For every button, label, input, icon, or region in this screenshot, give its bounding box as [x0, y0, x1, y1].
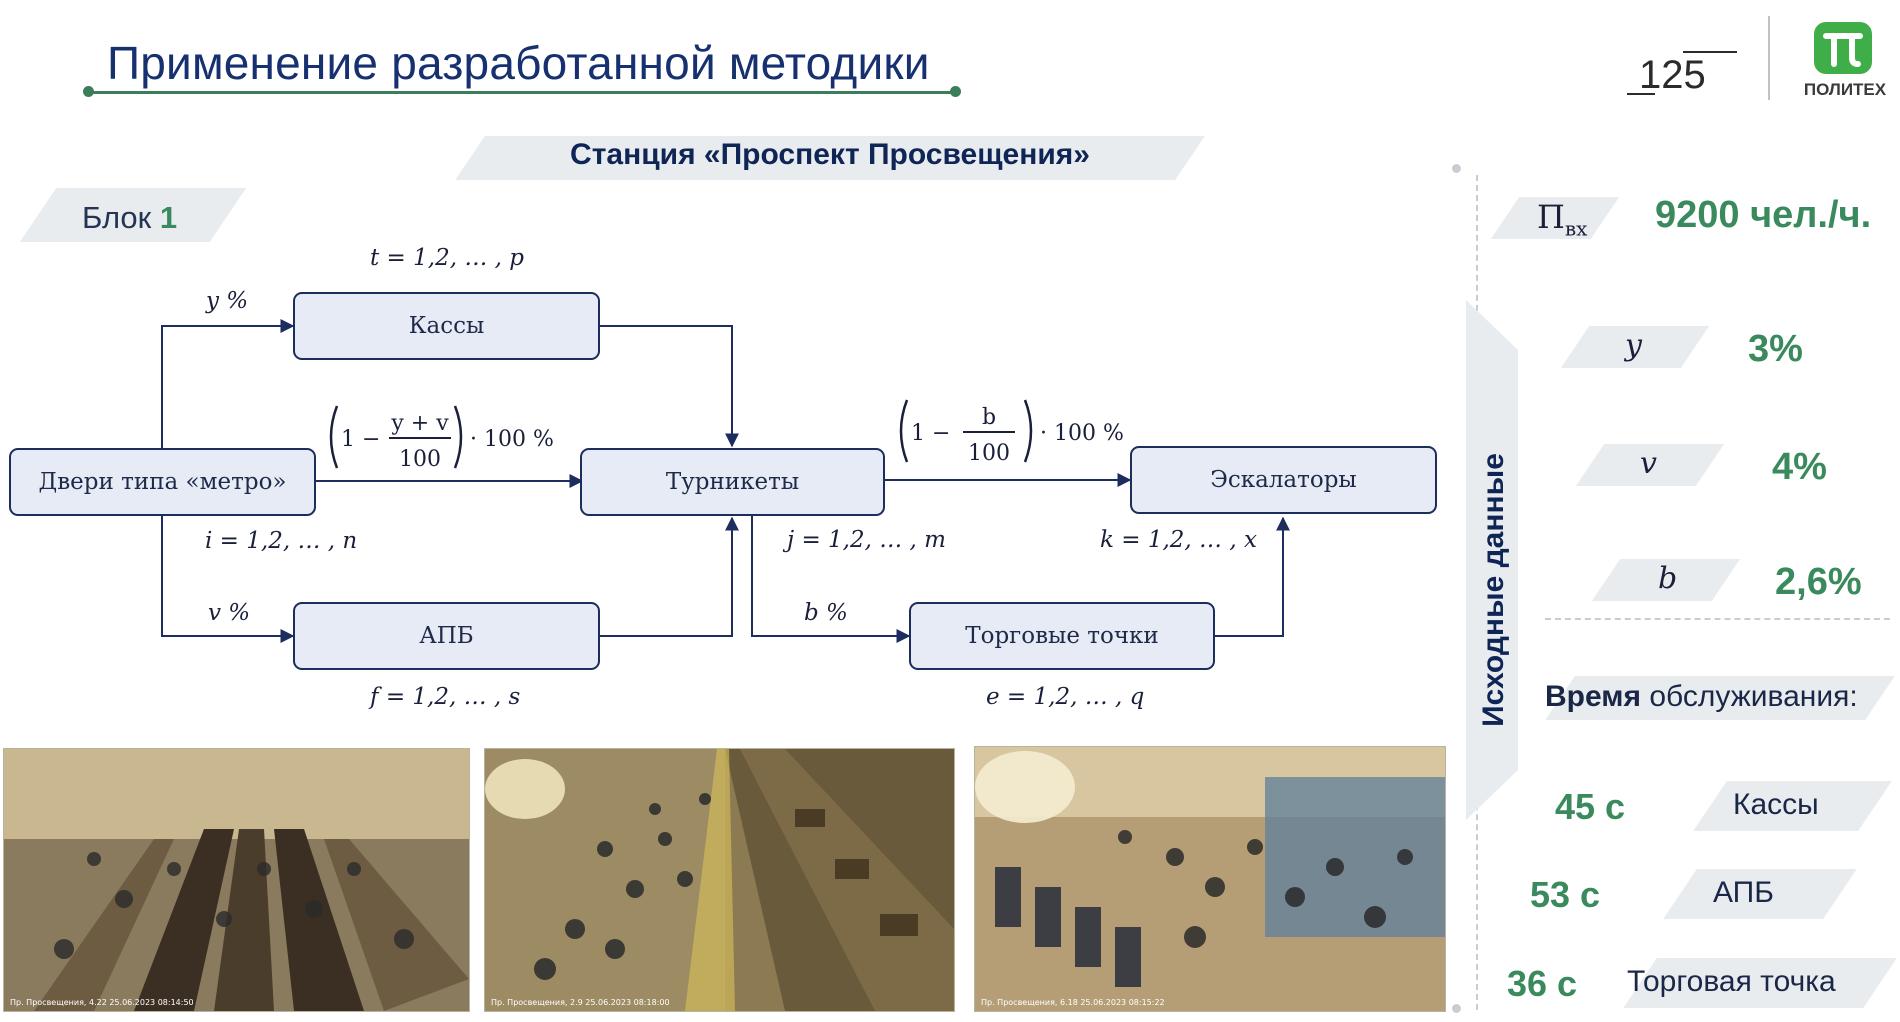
param-b-value: 2,6% — [1775, 561, 1862, 603]
label-b-pct: b % — [804, 600, 848, 626]
service-kassy-label: Кассы — [1733, 788, 1819, 821]
formula-1-one: 1 − — [341, 427, 380, 452]
vertical-title: Исходные данные — [1477, 453, 1510, 727]
block-label-text: Блок — [82, 200, 152, 235]
formula-escalator-flow: 1 − b 100 · 100 % — [895, 394, 1135, 468]
formula-2-paren-right — [1023, 399, 1033, 463]
vertical-title-wrap: Исходные данные — [1468, 440, 1520, 740]
station-title: Станция «Проспект Просвещения» — [570, 138, 1090, 171]
politech-logo-icon — [1812, 20, 1874, 76]
anniversary-logo: 125 — [1625, 16, 1745, 102]
formula-2-numerator: b — [982, 405, 996, 430]
param-v-name: v — [1640, 446, 1657, 481]
vertical-title-bar — [1466, 300, 1518, 820]
formula-2-paren-left — [899, 399, 909, 463]
p-symbol: П — [1537, 198, 1565, 236]
logo-divider — [1768, 16, 1770, 100]
service-shop-label: Торговая точка — [1627, 965, 1836, 998]
photo-turnstiles: Пр. Просвещения, 6.18 25.06.2023 08:15:2… — [974, 746, 1446, 1012]
arrow-turnstiles-shops — [751, 516, 911, 643]
panel-divider-dot-top — [1452, 164, 1461, 173]
title-line-dot-right — [950, 86, 961, 97]
formula-1-svg: 1 − y + v 100 · 100 % — [329, 405, 554, 472]
block-number: 1 — [159, 200, 178, 235]
label-e-range: e = 1,2, … , q — [986, 684, 1145, 710]
service-title-bold: Время — [1545, 680, 1641, 713]
node-shops: Торговые точки — [909, 602, 1215, 670]
arrow-doors-kassy — [161, 319, 295, 448]
service-shop-value: 36 с — [1507, 963, 1578, 1004]
title-line-dot-left — [83, 86, 94, 97]
param-v-value: 4% — [1772, 446, 1827, 488]
node-apb: АПБ — [293, 602, 600, 670]
formula-2-tail: · 100 % — [1040, 421, 1124, 446]
param-y-value: 3% — [1748, 328, 1803, 370]
label-i-range: i = 1,2, … , n — [205, 528, 358, 554]
param-y-name: y — [1625, 328, 1642, 363]
formula-1-tail: · 100 % — [470, 427, 554, 452]
arrow-kassy-turnstiles — [600, 325, 739, 448]
service-apb-label: АПБ — [1713, 876, 1774, 909]
service-kassy-value: 45 с — [1555, 786, 1626, 827]
photo-2-caption: Пр. Просвещения, 2.9 25.06.2023 08:18:00 — [491, 998, 670, 1007]
page-title: Применение разработанной методики — [107, 37, 930, 89]
arrow-shops-escalators — [1215, 516, 1290, 637]
service-title-rest: обслуживания: — [1640, 680, 1858, 713]
vertical-title-shape — [1466, 300, 1518, 820]
formula-2-one: 1 − — [911, 421, 950, 446]
formula-1-paren-left — [329, 405, 339, 469]
label-k-range: k = 1,2, … , x — [1100, 527, 1257, 553]
formula-2-denominator: 100 — [968, 441, 1010, 466]
formula-1-denominator: 100 — [399, 447, 441, 472]
label-y-pct: y % — [206, 288, 249, 314]
service-apb-value: 53 с — [1530, 874, 1601, 915]
formula-1-paren-right — [453, 405, 463, 469]
title-underline — [88, 91, 954, 94]
p-subscript: вх — [1564, 216, 1588, 241]
label-j-range: j = 1,2, … , m — [787, 527, 946, 553]
formula-1-numerator: y + v — [390, 411, 449, 436]
label-t-range: t = 1,2, … , p — [370, 245, 524, 271]
node-turnstiles: Турникеты — [580, 448, 885, 516]
p-label: Пвх — [1537, 198, 1587, 240]
photo-1-caption: Пр. Просвещения, 4.22 25.06.2023 08:14:5… — [10, 998, 194, 1007]
photo-platform: Пр. Просвещения, 2.9 25.06.2023 08:18:00 — [484, 748, 955, 1012]
formula-2-svg: 1 − b 100 · 100 % — [899, 399, 1124, 466]
arrow-apb-turnstiles — [600, 516, 739, 637]
service-title: Время обслуживания: — [1545, 680, 1858, 714]
photo-escalators: Пр. Просвещения, 4.22 25.06.2023 08:14:5… — [3, 748, 470, 1012]
params-divider — [1545, 618, 1890, 620]
arrow-doors-apb — [161, 516, 295, 643]
politech-logo-text: ПОЛИТЕХ — [1803, 80, 1887, 99]
formula-through-flow: 1 − y + v 100 · 100 % — [325, 400, 565, 474]
param-b-name: b — [1658, 561, 1678, 596]
node-kassy: Кассы — [293, 292, 600, 360]
label-v-pct: v % — [208, 600, 251, 626]
node-doors: Двери типа «метро» — [9, 448, 316, 516]
logo-125-text: 125 — [1639, 53, 1706, 97]
panel-divider-dot-bottom — [1452, 1004, 1461, 1013]
block-label: Блок 1 — [82, 200, 177, 236]
label-f-range: f = 1,2, … , s — [370, 684, 521, 710]
p-value: 9200 чел./ч. — [1655, 194, 1872, 236]
photo-3-caption: Пр. Просвещения, 6.18 25.06.2023 08:15:2… — [981, 998, 1165, 1007]
vertical-title-polygon — [1466, 300, 1518, 820]
node-escalators: Эскалаторы — [1130, 446, 1437, 514]
